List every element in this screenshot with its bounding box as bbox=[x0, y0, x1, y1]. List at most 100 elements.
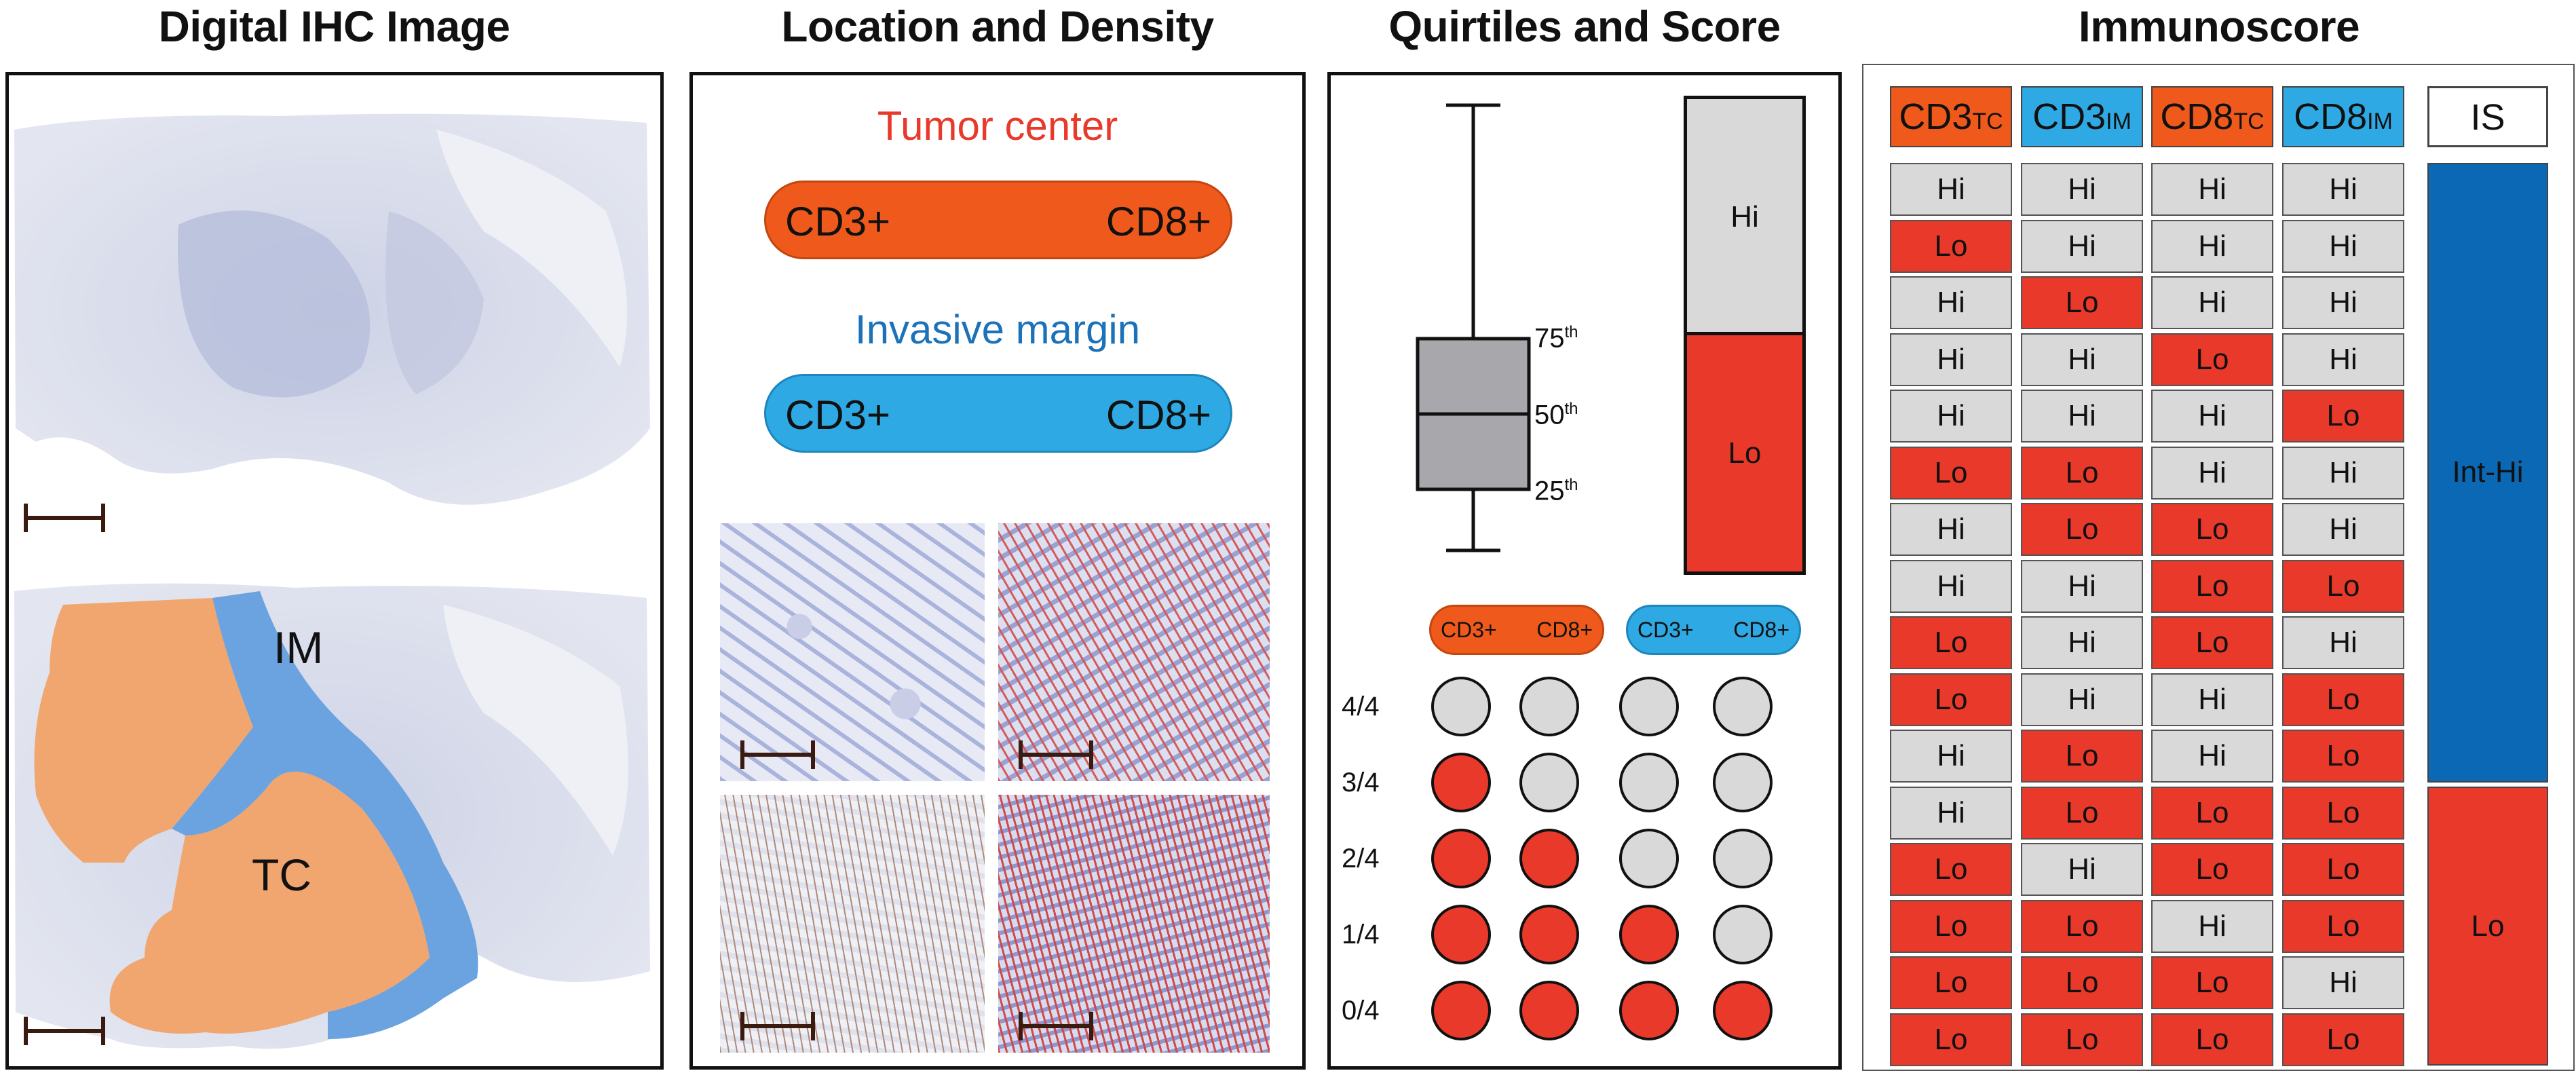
score-cell: Lo bbox=[1890, 673, 2012, 726]
score-cell: Hi bbox=[2021, 333, 2143, 386]
score-cell: Lo bbox=[2282, 390, 2404, 443]
score-cell: Hi bbox=[2021, 219, 2143, 273]
score-cell: Hi bbox=[1890, 730, 2012, 783]
is-group-lo: Lo bbox=[2427, 786, 2548, 1066]
score-cell: Hi bbox=[2282, 446, 2404, 500]
tumor-center-label: Tumor center bbox=[877, 103, 1118, 149]
score-cell: Lo bbox=[1890, 843, 2012, 896]
score-cell: Lo bbox=[2282, 559, 2404, 613]
score-pill-tc: CD3+ CD8+ bbox=[1429, 605, 1604, 655]
scale-bar-top bbox=[24, 504, 105, 532]
score-cell: Lo bbox=[2282, 673, 2404, 726]
score-cell: Hi bbox=[2151, 163, 2273, 216]
score-cell: Lo bbox=[1890, 1013, 2012, 1066]
score-cell: Lo bbox=[2021, 1013, 2143, 1066]
micrograph-tc-cd8 bbox=[998, 523, 1270, 781]
score-cell: Lo bbox=[2021, 899, 2143, 953]
score-cell: Hi bbox=[1890, 163, 2012, 216]
score-cell: Hi bbox=[2282, 219, 2404, 273]
is-group-int-hi: Int-Hi bbox=[2427, 163, 2548, 783]
column-header: CD3IM bbox=[2021, 86, 2143, 147]
p75-label: 75th bbox=[1534, 323, 1578, 354]
box-plot bbox=[1416, 103, 1531, 552]
score-circle-empty bbox=[1619, 677, 1679, 736]
score-cell: Hi bbox=[1890, 559, 2012, 613]
score-label: 0/4 bbox=[1342, 996, 1380, 1025]
score-cell: Hi bbox=[2151, 276, 2273, 329]
score-circle-empty bbox=[1713, 905, 1773, 964]
score-cell: Hi bbox=[1890, 503, 2012, 556]
tumor-center-pill: CD3+ CD8+ bbox=[764, 181, 1232, 259]
score-cell: Hi bbox=[2282, 956, 2404, 1009]
tissue-illustration bbox=[14, 113, 650, 1049]
score-cell: Hi bbox=[2151, 219, 2273, 273]
hilo-bar: Hi Lo bbox=[1684, 96, 1806, 575]
label-im: IM bbox=[273, 622, 324, 673]
title-digital-ihc: Digital IHC Image bbox=[158, 2, 510, 51]
label-tc: TC bbox=[252, 850, 311, 900]
title-location-density: Location and Density bbox=[781, 2, 1214, 51]
score-cell: Lo bbox=[2282, 843, 2404, 896]
score-circle-empty bbox=[1619, 829, 1679, 888]
column-header: CD8TC bbox=[2151, 86, 2273, 147]
score-cell: Lo bbox=[2282, 730, 2404, 783]
score-cell: Lo bbox=[2282, 899, 2404, 953]
score-cell: Hi bbox=[2021, 616, 2143, 669]
score-circle-empty bbox=[1713, 753, 1773, 812]
score-cell: Lo bbox=[2021, 503, 2143, 556]
score-cell: Lo bbox=[1890, 219, 2012, 273]
score-cell: Hi bbox=[2021, 843, 2143, 896]
score-cell: Hi bbox=[2021, 559, 2143, 613]
score-cell: Lo bbox=[2021, 786, 2143, 840]
score-cell: Hi bbox=[2282, 616, 2404, 669]
score-cell: Lo bbox=[2021, 956, 2143, 1009]
score-circle-filled bbox=[1619, 981, 1679, 1040]
score-pill-im: CD3+ CD8+ bbox=[1626, 605, 1801, 655]
score-label: 2/4 bbox=[1342, 844, 1380, 873]
score-circle-filled bbox=[1519, 905, 1579, 964]
score-cell: Lo bbox=[2151, 503, 2273, 556]
score-cell: Hi bbox=[2021, 390, 2143, 443]
score-circle-empty bbox=[1619, 753, 1679, 812]
score-cell: Hi bbox=[1890, 276, 2012, 329]
score-cell: Lo bbox=[1890, 446, 2012, 500]
score-circle-filled bbox=[1519, 981, 1579, 1040]
score-cell: Lo bbox=[2021, 730, 2143, 783]
score-cell: Hi bbox=[2282, 276, 2404, 329]
lo-segment: Lo bbox=[1687, 335, 1802, 571]
score-circle-empty bbox=[1431, 677, 1491, 736]
micrograph-im-cd3 bbox=[720, 795, 985, 1053]
score-circle-filled bbox=[1431, 981, 1491, 1040]
score-cell: Lo bbox=[2151, 333, 2273, 386]
score-circle-filled bbox=[1431, 905, 1491, 964]
im-cd8-label: CD8+ bbox=[1105, 392, 1211, 438]
tc-cd3-label: CD3+ bbox=[785, 199, 891, 244]
panel-digital-ihc: IM TC bbox=[5, 72, 664, 1070]
score-circle-filled bbox=[1713, 981, 1773, 1040]
micrograph-tc-cd3 bbox=[720, 523, 985, 781]
score-cell: Lo bbox=[1890, 899, 2012, 953]
score-cell: Hi bbox=[2021, 673, 2143, 726]
is-header: IS bbox=[2427, 86, 2548, 147]
im-cd3-label: CD3+ bbox=[785, 392, 891, 438]
tc-region bbox=[34, 598, 253, 863]
score-cell: Lo bbox=[1890, 956, 2012, 1009]
im-region bbox=[172, 591, 478, 1039]
score-cell: Lo bbox=[2151, 843, 2273, 896]
score-cell: Lo bbox=[2282, 1013, 2404, 1066]
panel-quartiles-score: 75th 50th 25th Hi Lo CD3+ CD8+ CD3+ CD8+… bbox=[1327, 72, 1842, 1070]
title-quirtiles-score: Quirtiles and Score bbox=[1388, 2, 1781, 51]
title-immunoscore: Immunoscore bbox=[2078, 2, 2360, 51]
invasive-margin-label: Invasive margin bbox=[854, 307, 1141, 352]
p50-label: 50th bbox=[1534, 400, 1578, 430]
column-header: CD8IM bbox=[2282, 86, 2404, 147]
score-circle-filled bbox=[1431, 753, 1491, 812]
score-circle-filled bbox=[1431, 829, 1491, 888]
score-cell: Hi bbox=[2151, 899, 2273, 953]
scale-bar-bottom bbox=[24, 1017, 105, 1045]
score-cell: Hi bbox=[2021, 163, 2143, 216]
score-label: 1/4 bbox=[1342, 920, 1380, 949]
score-label: 3/4 bbox=[1342, 768, 1380, 797]
column-header: CD3TC bbox=[1890, 86, 2012, 147]
score-circle-filled bbox=[1519, 829, 1579, 888]
